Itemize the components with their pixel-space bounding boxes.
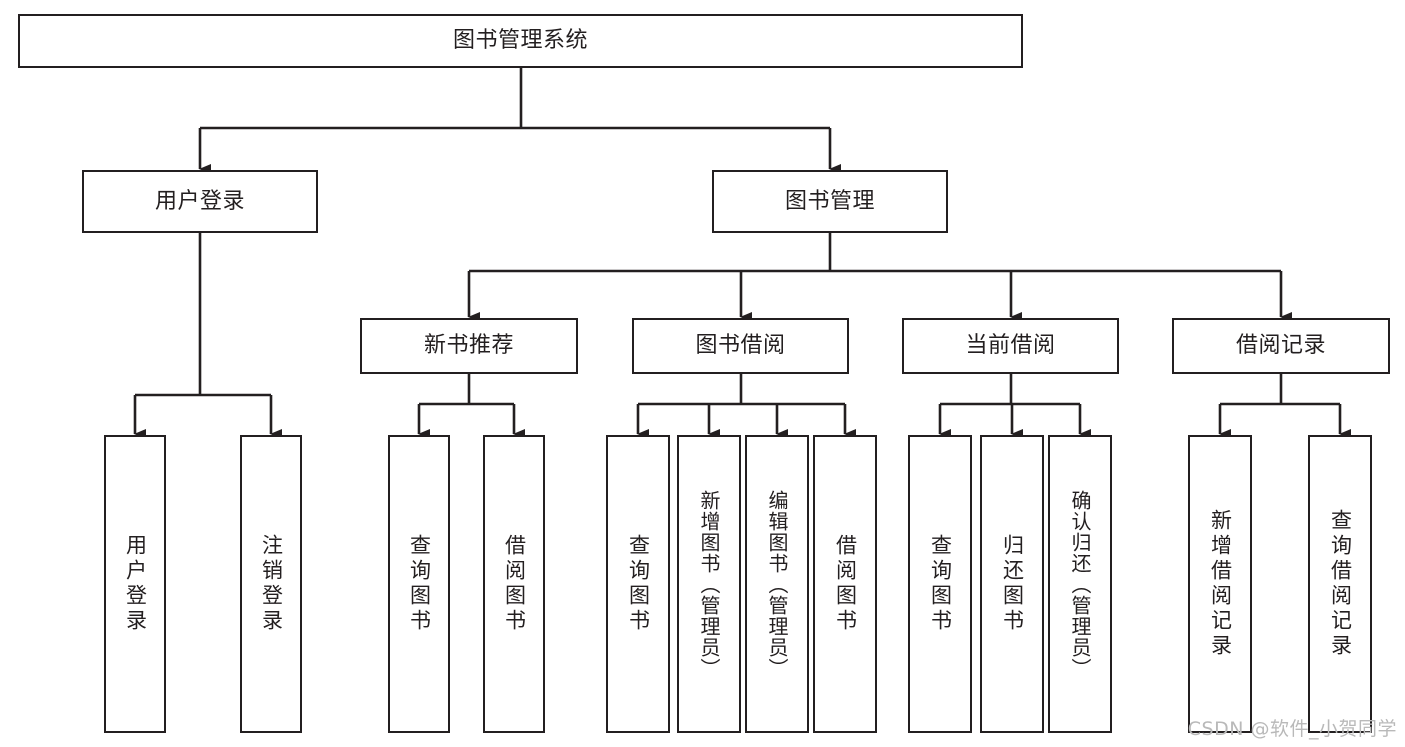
node-root-label: 图书管理系统 [452,28,588,54]
leaf-node-label: 注销登录 [259,534,284,634]
leaf-node-borrow-record-1[interactable]: 新增借阅记录 [1188,435,1252,733]
leaf-node-book-borrow-1[interactable]: 查询图书 [606,435,670,733]
leaf-node-label: 新增图书（管理员） [697,489,721,679]
node-user-login[interactable]: 用户登录 [82,170,318,233]
node-book-borrow[interactable]: 图书借阅 [632,318,849,374]
leaf-node-current-borrow-2[interactable]: 归还图书 [980,435,1044,733]
node-new-book-recommend[interactable]: 新书推荐 [360,318,578,374]
leaf-node-label: 查询图书 [626,534,651,634]
node-root-book-management-system[interactable]: 图书管理系统 [18,14,1023,68]
watermark-csdn: CSDN @软件_小贺同学 [1187,718,1397,740]
leaf-node-label: 查询借阅记录 [1328,509,1353,659]
node-current-borrow-label: 当前借阅 [965,333,1056,359]
leaf-node-label: 编辑图书（管理员） [765,489,789,679]
leaf-node-label: 借阅图书 [502,534,527,634]
leaf-node-book-borrow-2[interactable]: 新增图书（管理员） [677,435,741,733]
leaf-node-current-borrow-1[interactable]: 查询图书 [908,435,972,733]
node-book-borrow-label: 图书借阅 [695,333,786,359]
leaf-node-book-borrow-3[interactable]: 编辑图书（管理员） [745,435,809,733]
leaf-node-user-login-1[interactable]: 用户登录 [104,435,166,733]
leaf-node-label: 查询图书 [407,534,432,634]
node-user-login-label: 用户登录 [154,188,245,214]
leaf-node-label: 归还图书 [1000,534,1025,634]
node-book-management-label: 图书管理 [784,188,875,214]
leaf-node-current-borrow-3[interactable]: 确认归还（管理员） [1048,435,1112,733]
leaf-node-label: 用户登录 [123,534,148,634]
node-current-borrow[interactable]: 当前借阅 [902,318,1119,374]
node-new-book-recommend-label: 新书推荐 [423,333,514,359]
node-borrow-record[interactable]: 借阅记录 [1172,318,1390,374]
leaf-node-new-book-recommend-2[interactable]: 借阅图书 [483,435,545,733]
leaf-node-borrow-record-2[interactable]: 查询借阅记录 [1308,435,1372,733]
leaf-node-new-book-recommend-1[interactable]: 查询图书 [388,435,450,733]
leaf-node-label: 查询图书 [928,534,953,634]
leaf-node-label: 借阅图书 [833,534,858,634]
leaf-node-book-borrow-4[interactable]: 借阅图书 [813,435,877,733]
node-borrow-record-label: 借阅记录 [1235,333,1326,359]
node-book-management[interactable]: 图书管理 [712,170,948,233]
leaf-node-label: 确认归还（管理员） [1068,489,1092,679]
leaf-node-user-login-2[interactable]: 注销登录 [240,435,302,733]
leaf-node-label: 新增借阅记录 [1208,509,1233,659]
